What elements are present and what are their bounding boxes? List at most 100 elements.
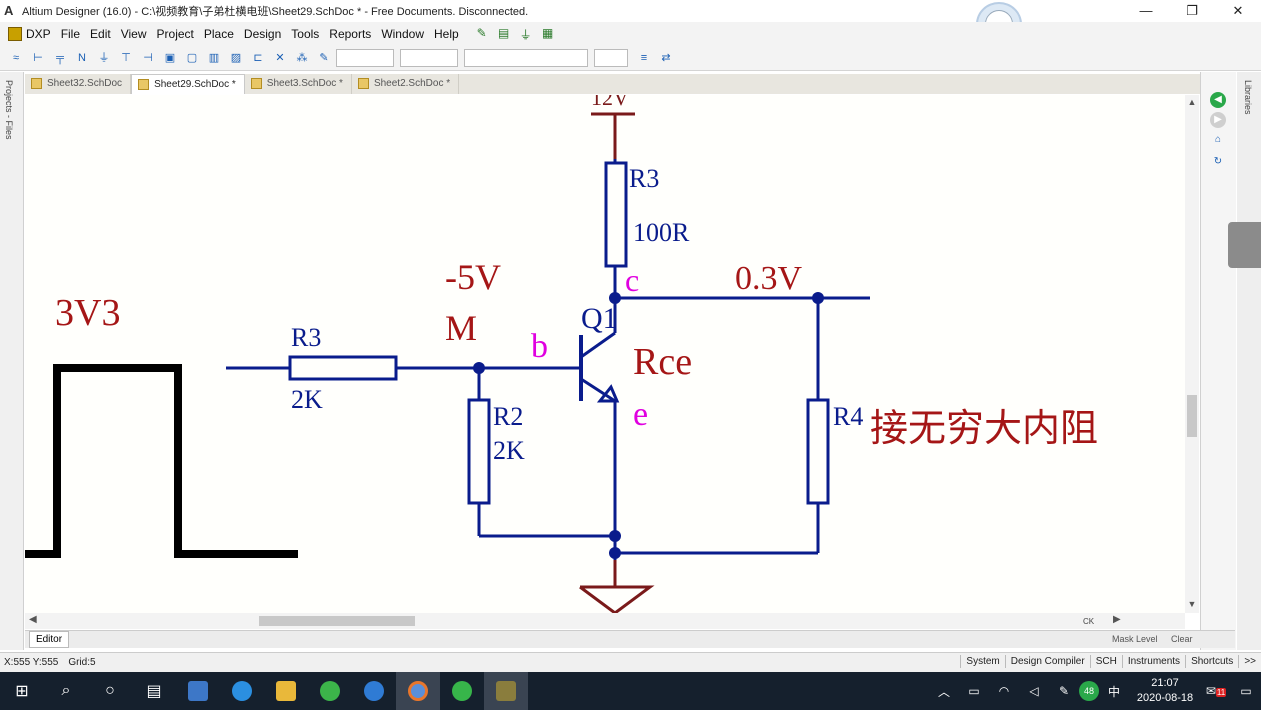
editor-tab[interactable]: Editor — [29, 631, 69, 648]
grid-icon[interactable]: ▦ — [542, 26, 554, 40]
file-explorer-icon[interactable] — [264, 672, 308, 710]
tab-sheet32[interactable]: Sheet32.SchDoc — [25, 74, 132, 94]
scroll-up-icon[interactable]: ▲ — [1187, 97, 1197, 107]
resistor-r3-top[interactable] — [604, 161, 628, 268]
schematic-canvas[interactable]: 12V R3 100R c 0.3V R4 接无穷大内阻 Q1 Rce e b — [25, 95, 1199, 613]
ground-icon[interactable]: ⏚ — [98, 52, 110, 64]
hscroll-thumb[interactable] — [259, 616, 415, 626]
volume-icon[interactable]: ◁ — [1029, 684, 1039, 698]
wire-icon[interactable]: ≈ — [12, 52, 20, 64]
menu-view[interactable]: View — [120, 27, 147, 41]
net-label-icon[interactable]: N — [78, 52, 86, 64]
wiring-icon[interactable]: ✎ — [476, 26, 487, 40]
resistor-r2[interactable] — [467, 398, 491, 505]
horizontal-scrollbar[interactable]: ◀ ▶ — [25, 613, 1185, 629]
instruments-button[interactable]: Instruments — [1121, 655, 1185, 668]
maximize-button[interactable]: ❐ — [1186, 3, 1198, 18]
ck-control[interactable]: CK — [1083, 617, 1094, 626]
r3-top-designator: R3 — [629, 164, 659, 193]
compile-mask-icon[interactable]: ⁂ — [296, 52, 308, 64]
no-erc-icon[interactable]: ✕ — [275, 52, 285, 64]
part-icon[interactable]: ⊣ — [143, 52, 153, 64]
scroll-left-icon[interactable]: ◀ — [29, 614, 37, 625]
clear-button[interactable]: Clear — [1171, 634, 1193, 644]
mail-icon[interactable]: ✉11 — [1205, 684, 1227, 698]
tab-sheet29[interactable]: Sheet29.SchDoc * — [131, 74, 245, 94]
menu-project[interactable]: Project — [156, 27, 194, 41]
document-tabs: Sheet32.SchDoc Sheet29.SchDoc * Sheet3.S… — [25, 74, 1200, 94]
tray-expand-icon[interactable]: ︿ — [937, 684, 950, 699]
cortana-icon[interactable]: ○ — [105, 682, 115, 699]
edge-browser-icon[interactable] — [220, 672, 264, 710]
start-button[interactable]: ⊞ — [15, 683, 29, 700]
minimize-button[interactable]: — — [1139, 3, 1153, 18]
weight-combo[interactable] — [594, 49, 628, 67]
menu-dxp[interactable]: DXP — [26, 27, 51, 41]
calculator-icon[interactable] — [176, 672, 220, 710]
orange-app-icon[interactable] — [396, 672, 440, 710]
search-icon[interactable]: ⌕ — [61, 682, 71, 699]
wifi-icon[interactable]: ◠ — [998, 684, 1010, 698]
forward-icon[interactable]: ▶ — [1210, 112, 1226, 128]
menu-edit[interactable]: Edit — [90, 27, 111, 41]
pen-icon[interactable]: ✎ — [319, 52, 329, 64]
altium-taskbar-icon[interactable] — [484, 672, 528, 710]
green-app-icon[interactable] — [308, 672, 352, 710]
component-icon[interactable]: ▤ — [498, 26, 510, 40]
battery-icon[interactable]: ▭ — [968, 684, 980, 698]
notification-badge[interactable]: 48 — [1079, 681, 1099, 701]
menu-reports[interactable]: Reports — [329, 27, 372, 41]
design-compiler-button[interactable]: Design Compiler — [1004, 655, 1090, 668]
more-button[interactable]: >> — [1238, 655, 1261, 668]
align-icon[interactable]: ≡ — [640, 52, 648, 64]
menu-design[interactable]: Design — [243, 27, 282, 41]
mask-level-button[interactable]: Mask Level — [1112, 634, 1158, 644]
libraries-panel-tab[interactable]: Libraries — [1237, 72, 1261, 650]
scroll-thumb[interactable] — [1187, 395, 1197, 437]
shortcuts-button[interactable]: Shortcuts — [1185, 655, 1238, 668]
vertical-scrollbar[interactable]: ▲ ▼ — [1185, 95, 1199, 613]
size-combo[interactable] — [400, 49, 458, 67]
back-icon[interactable]: ◀ — [1210, 92, 1226, 108]
task-view-icon[interactable]: ▤ — [146, 683, 162, 700]
tab-sheet2[interactable]: Sheet2.SchDoc * — [352, 74, 460, 94]
bus-icon[interactable]: ⊢ — [33, 52, 43, 64]
menu-file[interactable]: File — [60, 27, 81, 41]
scroll-right-icon[interactable]: ▶ — [1113, 614, 1121, 625]
pen-tray-icon[interactable]: ✎ — [1058, 684, 1070, 698]
r2-designator: R2 — [493, 402, 523, 431]
menu-window[interactable]: Window — [381, 27, 424, 41]
system-button[interactable]: System — [960, 655, 1004, 668]
sch-button[interactable]: SCH — [1089, 655, 1122, 668]
scroll-down-icon[interactable]: ▼ — [1187, 599, 1197, 609]
sheet-entry-icon[interactable]: ▢ — [186, 52, 198, 64]
distribute-icon[interactable]: ⇄ — [661, 52, 671, 64]
vcc-icon[interactable]: ⊤ — [121, 52, 131, 64]
port-icon[interactable]: ⊏ — [253, 52, 263, 64]
schematic-drawing: 12V R3 100R c 0.3V R4 接无穷大内阻 Q1 Rce e b — [25, 95, 1098, 613]
power-icon[interactable]: ⏚ — [519, 28, 532, 42]
tab-sheet3[interactable]: Sheet3.SchDoc * — [245, 74, 352, 94]
menu-help[interactable]: Help — [434, 27, 459, 41]
bus-entry-icon[interactable]: ╤ — [56, 52, 64, 64]
resistor-r3-input[interactable] — [288, 355, 398, 381]
close-button[interactable]: ✕ — [1232, 3, 1244, 18]
font-combo[interactable] — [336, 49, 394, 67]
home-icon[interactable]: ⌂ — [1214, 134, 1222, 145]
harness-icon[interactable]: ▨ — [230, 52, 242, 64]
floating-widget[interactable] — [1228, 222, 1261, 268]
wechat-icon[interactable] — [440, 672, 484, 710]
device-sheet-icon[interactable]: ▥ — [208, 52, 220, 64]
blue-app-icon[interactable] — [352, 672, 396, 710]
ime-icon[interactable]: 中 — [1107, 684, 1120, 699]
sheet-symbol-icon[interactable]: ▣ — [164, 52, 176, 64]
menu-place[interactable]: Place — [203, 27, 234, 41]
refresh-icon[interactable]: ↻ — [1213, 156, 1223, 167]
action-center-icon[interactable]: ▭ — [1240, 684, 1252, 698]
resistor-r4[interactable] — [806, 398, 830, 505]
menu-tools[interactable]: Tools — [291, 27, 320, 41]
cursor-coordinates: X:555 Y:555 — [4, 657, 59, 668]
style-combo[interactable] — [464, 49, 588, 67]
projects-panel-tab[interactable]: Projects - Files — [0, 72, 24, 650]
clock[interactable]: 21:07 2020-08-18 — [1129, 676, 1201, 706]
